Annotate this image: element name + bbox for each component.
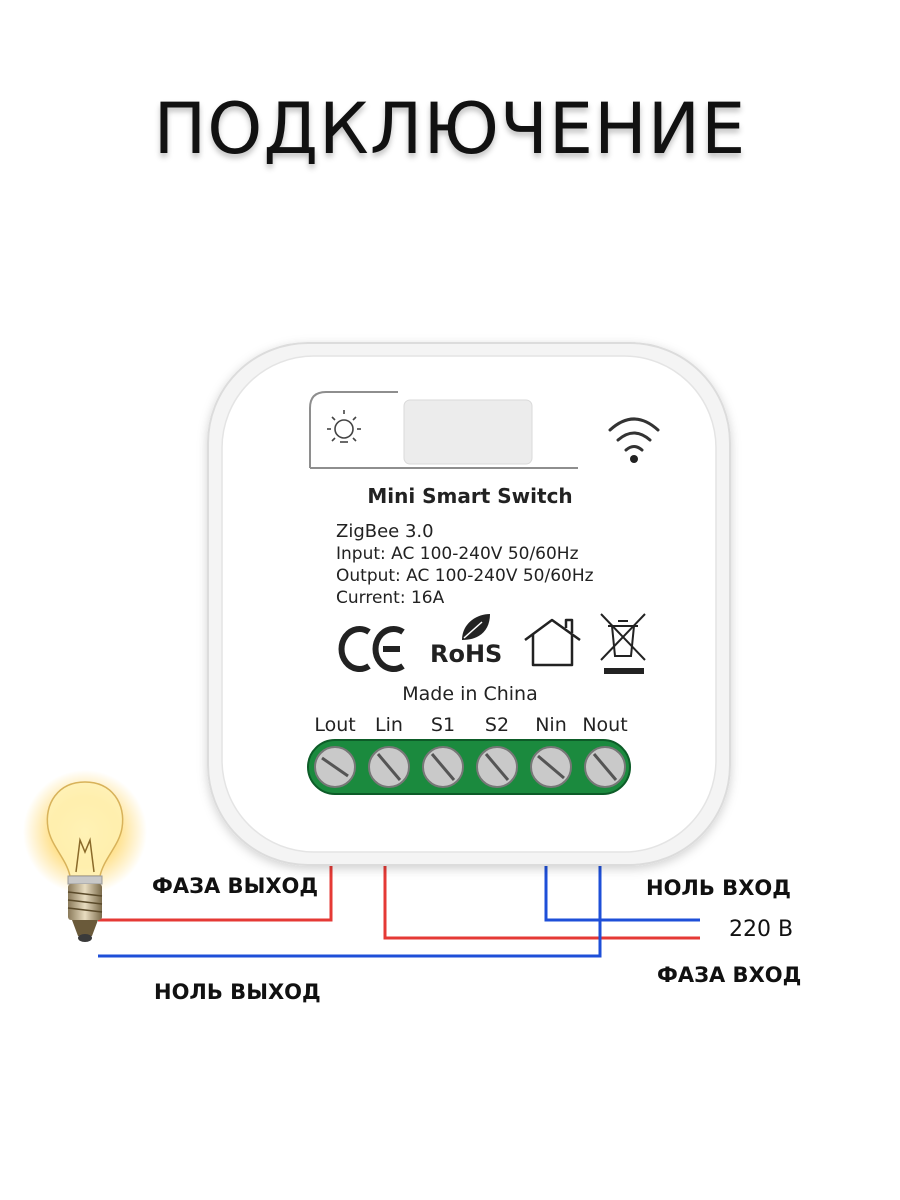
phase-out-wire <box>98 862 333 922</box>
terminal-screws <box>314 746 626 788</box>
terminal-screw-s2 <box>476 746 518 788</box>
weee-bin-icon <box>600 613 646 674</box>
rohs-mark: RoHS <box>430 640 503 668</box>
phase-out-label: ФАЗА ВЫХОД <box>152 874 319 898</box>
device-name: Mini Smart Switch <box>367 484 573 508</box>
phase-in-wire <box>383 862 700 940</box>
neutral-in-wire <box>544 862 700 922</box>
ce-mark-icon <box>338 626 405 672</box>
terminal-screw-nin <box>530 746 572 788</box>
neutral-out-label: НОЛЬ ВЫХОД <box>154 980 321 1004</box>
terminal-label-nout: Nout <box>582 714 628 736</box>
terminal-label-s2: S2 <box>484 714 510 736</box>
output-spec: Output: AC 100-240V 50/60Hz <box>336 566 594 586</box>
current-spec: Current: 16A <box>336 588 445 608</box>
input-spec: Input: AC 100-240V 50/60Hz <box>336 544 579 564</box>
light-bulb-icon <box>23 770 147 942</box>
wires <box>98 862 700 958</box>
terminal-block <box>307 739 631 795</box>
bulb-button-icon <box>327 410 361 443</box>
terminal-label-lout: Lout <box>314 714 356 736</box>
terminal-screw-nout <box>584 746 626 788</box>
terminal-label-s1: S1 <box>430 714 456 736</box>
terminal-screw-s1 <box>422 746 464 788</box>
made-in-label: Made in China <box>402 683 538 705</box>
smart-switch-device <box>207 342 731 866</box>
page-title: ПОДКЛЮЧЕНИЕ <box>153 88 747 170</box>
wireless-signal-icon <box>608 417 660 452</box>
neutral-out-wire <box>98 862 602 958</box>
led-window <box>403 399 533 465</box>
rohs-leaf-icon <box>462 614 490 640</box>
protocol-label: ZigBee 3.0 <box>336 521 434 542</box>
phase-in-label: ФАЗА ВХОД <box>657 963 802 987</box>
terminal-label-nin: Nin <box>535 714 567 736</box>
button-frame <box>309 391 398 468</box>
terminal-screw-lout <box>314 746 356 788</box>
neutral-in-label: НОЛЬ ВХОД <box>646 876 791 900</box>
voltage-label: 220 В <box>729 917 794 942</box>
house-indoor-icon <box>524 618 581 667</box>
terminal-label-lin: Lin <box>375 714 403 736</box>
terminal-screw-lin <box>368 746 410 788</box>
